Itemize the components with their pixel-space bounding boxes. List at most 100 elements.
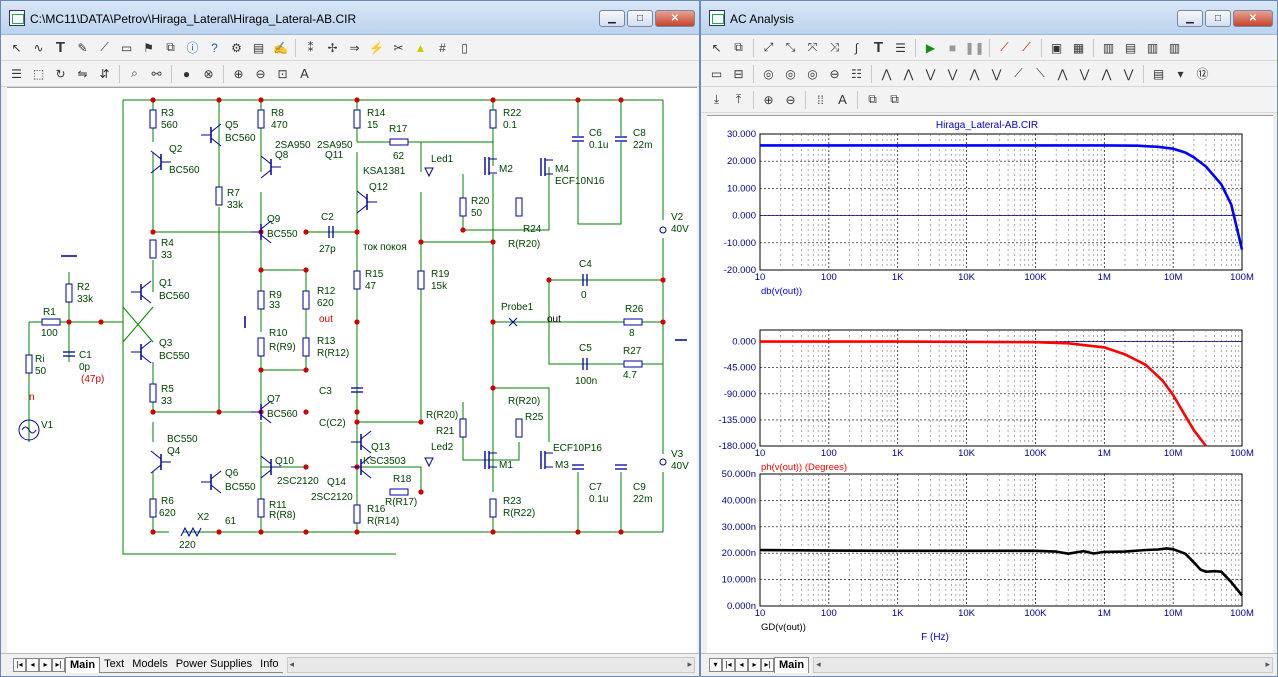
properties-icon[interactable]: ☰: [895, 40, 906, 55]
warning-icon[interactable]: ▲: [414, 40, 427, 55]
close-button[interactable]: ✕: [655, 10, 695, 27]
tools-icon[interactable]: ⚙: [231, 40, 242, 55]
box-select-icon[interactable]: ⬚: [32, 66, 45, 81]
peak-icon[interactable]: ◎: [763, 66, 774, 81]
zoom-out-icon[interactable]: ⊖: [255, 66, 266, 81]
cancel-icon[interactable]: ⊗: [203, 66, 214, 81]
find-icon[interactable]: ⌕: [131, 66, 138, 80]
paste-icon[interactable]: ⧉: [890, 92, 899, 106]
horizontal-scrollbar[interactable]: [286, 656, 695, 673]
wave3-icon[interactable]: ⋁: [925, 66, 936, 81]
horizontal-scrollbar[interactable]: [813, 656, 1273, 673]
wave2-icon[interactable]: ⋀: [903, 66, 914, 81]
arrow-right-icon[interactable]: ⇒: [349, 40, 360, 55]
first-page-icon[interactable]: |◂: [13, 657, 26, 672]
layout1-icon[interactable]: ▥: [1102, 40, 1115, 55]
wave7-icon[interactable]: ⟋: [1014, 66, 1023, 80]
prev-page-icon[interactable]: ◂: [735, 657, 748, 672]
next-page-icon[interactable]: ▸: [748, 657, 761, 672]
last-page-icon[interactable]: ▸|: [761, 657, 774, 672]
prev-page-icon[interactable]: ◂: [26, 657, 39, 672]
grid-icon[interactable]: #: [439, 40, 446, 55]
schematic-titlebar[interactable]: C:\MC11\DATA\Petrov\Hiraga_Lateral\Hirag…: [1, 1, 699, 35]
wave12-icon[interactable]: ⋁: [1123, 66, 1134, 81]
select-icon[interactable]: ↖: [711, 40, 722, 55]
high-icon[interactable]: ◎: [807, 66, 818, 81]
mirror-icon[interactable]: ⇋: [77, 66, 88, 81]
info-icon[interactable]: ⓘ: [186, 41, 199, 55]
page-icon[interactable]: ▯: [461, 40, 468, 55]
numbers-icon[interactable]: ⑫: [1196, 67, 1209, 81]
copy-icon[interactable]: ⧉: [734, 40, 743, 54]
zoom-in-icon[interactable]: ⊕: [763, 92, 774, 107]
schematic-window[interactable]: C:\MC11\DATA\Petrov\Hiraga_Lateral\Hirag…: [0, 0, 700, 677]
minimize-button[interactable]: ▁: [599, 10, 625, 27]
grid-menu-icon[interactable]: ▤: [252, 40, 265, 55]
font-icon[interactable]: A: [838, 92, 847, 107]
layout2-icon[interactable]: ▤: [1124, 40, 1137, 55]
low-icon[interactable]: ⊖: [829, 66, 840, 81]
tab-text[interactable]: Text: [100, 657, 129, 673]
flag-icon[interactable]: ⚑: [143, 40, 154, 55]
flip-icon[interactable]: ⇵: [99, 66, 110, 81]
wave9-icon[interactable]: ⋀: [1057, 66, 1068, 81]
bus-icon[interactable]: ⟋: [100, 40, 109, 54]
wire-icon[interactable]: ∿: [33, 40, 44, 55]
zoom-in-icon[interactable]: ⊕: [233, 66, 244, 81]
bolt-icon[interactable]: ⚡: [369, 40, 384, 55]
copy-icon[interactable]: ⧉: [868, 92, 877, 106]
maximize-button[interactable]: □: [627, 10, 653, 27]
tab-info[interactable]: Info: [256, 657, 283, 673]
curve-icon[interactable]: ∫: [854, 40, 859, 55]
minimize-button[interactable]: ▁: [1177, 10, 1203, 27]
text-icon[interactable]: T: [873, 39, 884, 56]
box-icon[interactable]: ▣: [1050, 40, 1063, 55]
font-icon[interactable]: A: [300, 66, 309, 81]
valley-icon[interactable]: ◎: [785, 66, 796, 81]
first-page-icon[interactable]: |◂: [722, 657, 735, 672]
zoom-fit-icon[interactable]: ⊡: [277, 66, 288, 81]
dropdown-icon[interactable]: ▾: [1177, 66, 1184, 81]
data-icon[interactable]: ☷: [851, 66, 862, 81]
cut-icon[interactable]: ✂: [393, 40, 404, 55]
cursor2-icon[interactable]: ⟋: [1022, 40, 1031, 54]
wave8-icon[interactable]: ⟍: [1036, 66, 1045, 80]
next-page-icon[interactable]: ▸: [39, 657, 52, 672]
tab-power-supplies[interactable]: Power Supplies: [171, 657, 257, 673]
wave10-icon[interactable]: ⋁: [1079, 66, 1090, 81]
scale-both-icon[interactable]: ⤨: [829, 40, 840, 54]
close-button[interactable]: ✕: [1233, 10, 1273, 27]
ac-plot[interactable]: Hiraga_Lateral-AB.CIR F (Hz) 30.00020.00…: [707, 116, 1273, 654]
fit-icon[interactable]: ⤓: [713, 92, 720, 106]
grid-icon[interactable]: ⁞⁞: [817, 92, 824, 107]
wizard-icon[interactable]: ✍: [273, 40, 288, 55]
run-icon[interactable]: ▶: [925, 40, 936, 55]
layout3-icon[interactable]: ▥: [1146, 40, 1159, 55]
scale-x-icon[interactable]: ⤡: [785, 40, 796, 54]
stop-icon[interactable]: ●: [182, 66, 191, 81]
component-icon[interactable]: ▭: [120, 40, 133, 55]
copy-icon[interactable]: ⧉: [166, 40, 175, 54]
wave5-icon[interactable]: ⋀: [969, 66, 980, 81]
wave4-icon[interactable]: ⋁: [947, 66, 958, 81]
stop-icon[interactable]: ■: [948, 40, 957, 55]
pause-icon[interactable]: ❚❚: [964, 40, 985, 55]
tile-icon[interactable]: ▭: [710, 66, 723, 81]
rotate-icon[interactable]: ↻: [55, 66, 66, 81]
help-icon[interactable]: ?: [211, 40, 218, 55]
tab-main[interactable]: Main: [65, 656, 101, 673]
dropdown-icon[interactable]: ▾: [709, 657, 722, 672]
ac-analysis-window[interactable]: AC Analysis ▁ □ ✕ ↖ ⧉ ⤢ ⤡ ⤧ ⤨ ∫ T ☰ ▶ ■ …: [700, 0, 1278, 677]
fit2-icon[interactable]: ⤒: [735, 92, 742, 106]
wave11-icon[interactable]: ⋀: [1101, 66, 1112, 81]
binoculars-icon[interactable]: ⚯: [151, 66, 162, 81]
line-draw-icon[interactable]: ✎: [77, 40, 88, 55]
grid-icon[interactable]: ▦: [1072, 40, 1085, 55]
scale-icon[interactable]: ⤢: [763, 40, 774, 54]
ac-titlebar[interactable]: AC Analysis ▁ □ ✕: [701, 1, 1277, 35]
clipboard-icon[interactable]: ▤: [1152, 66, 1165, 81]
node-numbers-icon[interactable]: ⁑: [307, 40, 314, 55]
